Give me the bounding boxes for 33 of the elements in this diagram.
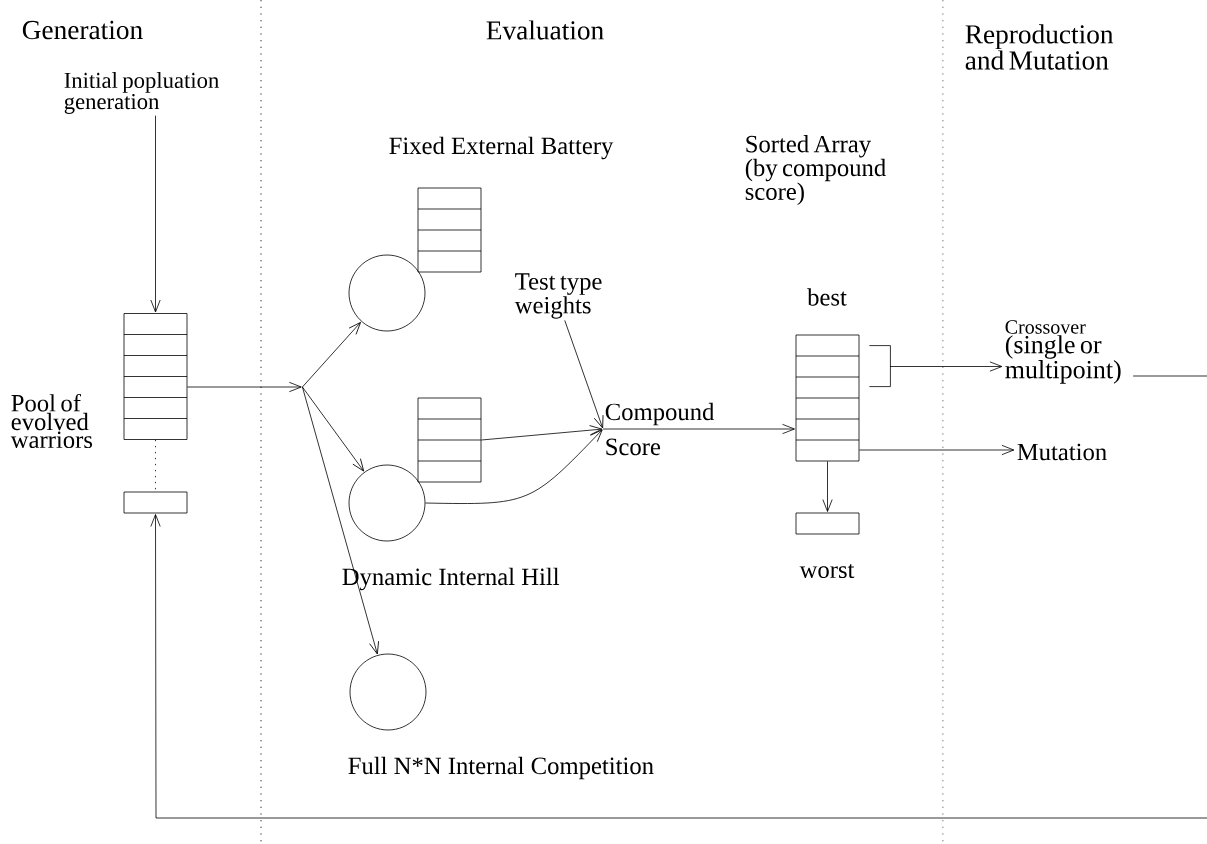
arrow	[150, 115, 161, 313]
connector-line	[155, 439, 156, 492]
arrow	[187, 381, 302, 393]
array-cell	[123, 491, 188, 514]
arrow	[822, 461, 833, 512]
node-label: worst	[799, 563, 855, 579]
circle	[348, 254, 426, 332]
text-label: Test type weights	[514, 273, 602, 319]
section-title: Reproduction and Mutation	[965, 24, 1114, 70]
arrow	[481, 425, 603, 441]
array-stack	[417, 397, 482, 483]
arrow	[859, 444, 1015, 456]
arrow	[425, 429, 603, 504]
node-label: Pool of evolved warriors	[10, 393, 93, 449]
arrow	[302, 386, 379, 655]
node-label: Sorted Array (by compound score)	[745, 135, 886, 205]
text-label: Crossover (single or multipoint)	[1005, 320, 1121, 384]
arrow	[869, 345, 1003, 387]
node-label: Fixed External Battery	[389, 136, 614, 160]
node-label: best	[807, 288, 847, 306]
arrow	[602, 423, 795, 435]
arrow	[564, 319, 604, 429]
connector-line	[1132, 375, 1207, 377]
node-label: Dynamic Internal Hill	[342, 567, 560, 591]
text-label: Compound Score	[605, 402, 715, 456]
arrow	[302, 386, 365, 472]
section-title: Generation	[22, 20, 143, 40]
node-label: Full N*N Internal Competition	[348, 756, 654, 780]
section-title: Evaluation	[486, 20, 604, 40]
text-label: Initial popluation generation	[64, 72, 219, 114]
arrow	[150, 514, 1207, 819]
arrow	[302, 321, 361, 388]
text-label: Mutation	[1017, 443, 1107, 461]
